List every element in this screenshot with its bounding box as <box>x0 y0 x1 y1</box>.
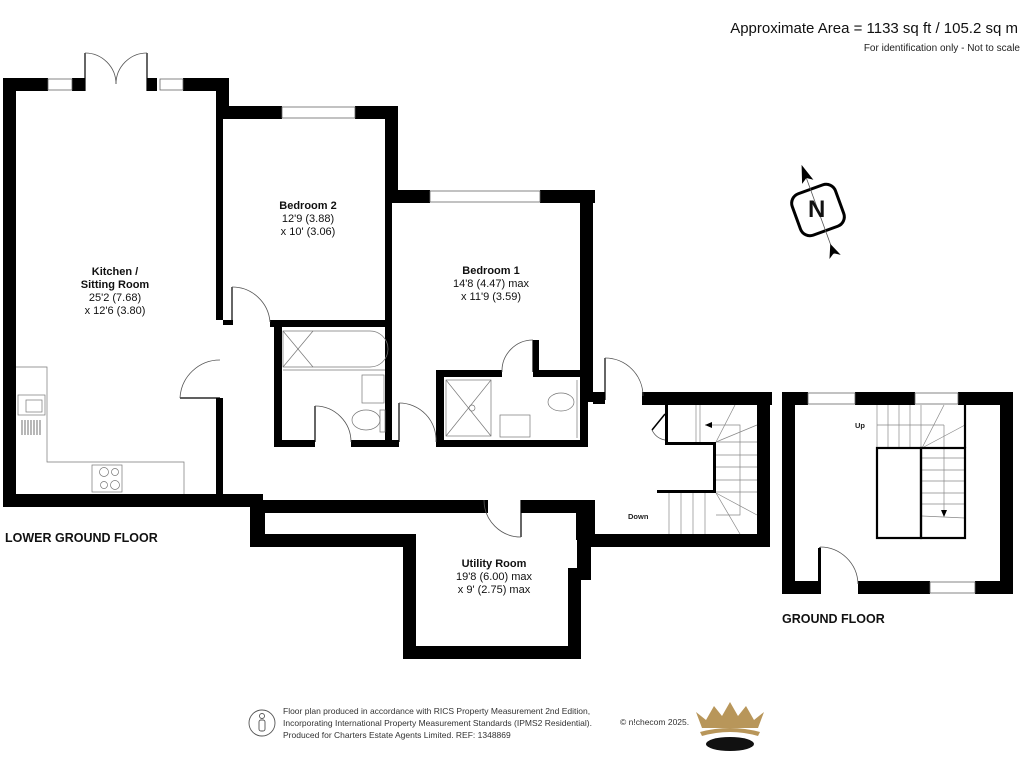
crown-logo-icon <box>696 702 764 751</box>
stairs-down-label: Down <box>628 512 649 521</box>
footer-line-2: Incorporating International Property Mea… <box>283 718 592 728</box>
walls <box>3 78 1013 659</box>
person-info-icon <box>248 709 276 737</box>
compass-letter: N <box>808 196 826 223</box>
fixtures <box>16 330 966 535</box>
room-label-bedroom-2: Bedroom 2 12'9 (3.88) x 10' (3.06) <box>279 200 337 238</box>
stairs-up-label: Up <box>855 421 865 430</box>
footer-notes: Floor plan produced in accordance with R… <box>283 705 592 741</box>
room-label-utility: Utility Room 19'8 (6.00) max x 9' (2.75)… <box>455 558 533 596</box>
disclaimer: For identification only - Not to scale <box>863 43 1020 54</box>
room-label-bedroom-1: Bedroom 1 14'8 (4.47) max x 11'9 (3.59) <box>452 265 530 303</box>
copyright: © n!checom 2025. <box>620 717 690 727</box>
north-arrow-icon <box>790 164 846 260</box>
floor-label-ground: GROUND FLOOR <box>782 612 885 626</box>
approximate-area: Approximate Area = 1133 sq ft / 105.2 sq… <box>730 20 1018 37</box>
ground-floor-stairwell <box>875 405 967 540</box>
doors <box>84 52 859 585</box>
stair-arrow-icon <box>705 422 712 428</box>
floor-label-lower-ground: LOWER GROUND FLOOR <box>5 531 158 545</box>
windows <box>47 78 976 594</box>
footer-line-1: Floor plan produced in accordance with R… <box>283 706 591 716</box>
room-label-kitchen: Kitchen / Sitting Room 25'2 (7.68) x 12'… <box>80 266 150 317</box>
stair-arrow-icon <box>941 510 947 517</box>
footer-line-3: Produced for Charters Estate Agents Limi… <box>283 730 511 740</box>
